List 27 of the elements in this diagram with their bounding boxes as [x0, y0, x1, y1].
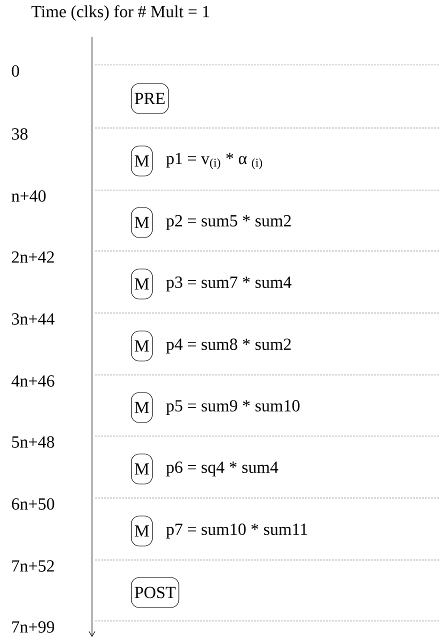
time-label: 3n+44: [12, 313, 55, 325]
equation-text: p2 = sum5 * sum2: [166, 215, 291, 230]
time-label: 0: [12, 65, 20, 77]
time-label: 38: [12, 128, 28, 140]
step-box: M: [131, 146, 153, 176]
equation-text: p1 = v$_{(i)}$ * α $_{(i)}$: [166, 152, 262, 170]
equation-text: p6 = sq4 * sum4: [166, 462, 278, 476]
equation-text: p4 = sum8 * sum2: [166, 338, 291, 354]
equation-text: p7 = sum10 * sum11: [166, 524, 308, 538]
step-box: M: [131, 454, 153, 484]
time-label: n+40: [12, 190, 46, 202]
time-label: 7n+52: [12, 560, 54, 572]
time-label: 6n+50: [12, 498, 54, 510]
time-label: 5n+48: [12, 436, 54, 448]
equation-text: p3 = sum7 * sum4: [166, 276, 292, 292]
equation-text: p5 = sum9 * sum10: [166, 400, 300, 415]
step-box: M: [131, 330, 153, 362]
time-label: 7n+99: [12, 621, 54, 633]
axis-title: Time (clks) for # Mult = 1: [32, 5, 210, 21]
step-box: M: [131, 268, 153, 300]
step-box: M: [131, 516, 153, 546]
step-box: POST: [131, 577, 180, 608]
step-box: M: [131, 207, 153, 238]
time-label: 4n+46: [12, 375, 54, 387]
step-box: PRE: [131, 83, 169, 114]
time-label: 2n+42: [12, 251, 54, 263]
step-box: M: [131, 392, 153, 423]
